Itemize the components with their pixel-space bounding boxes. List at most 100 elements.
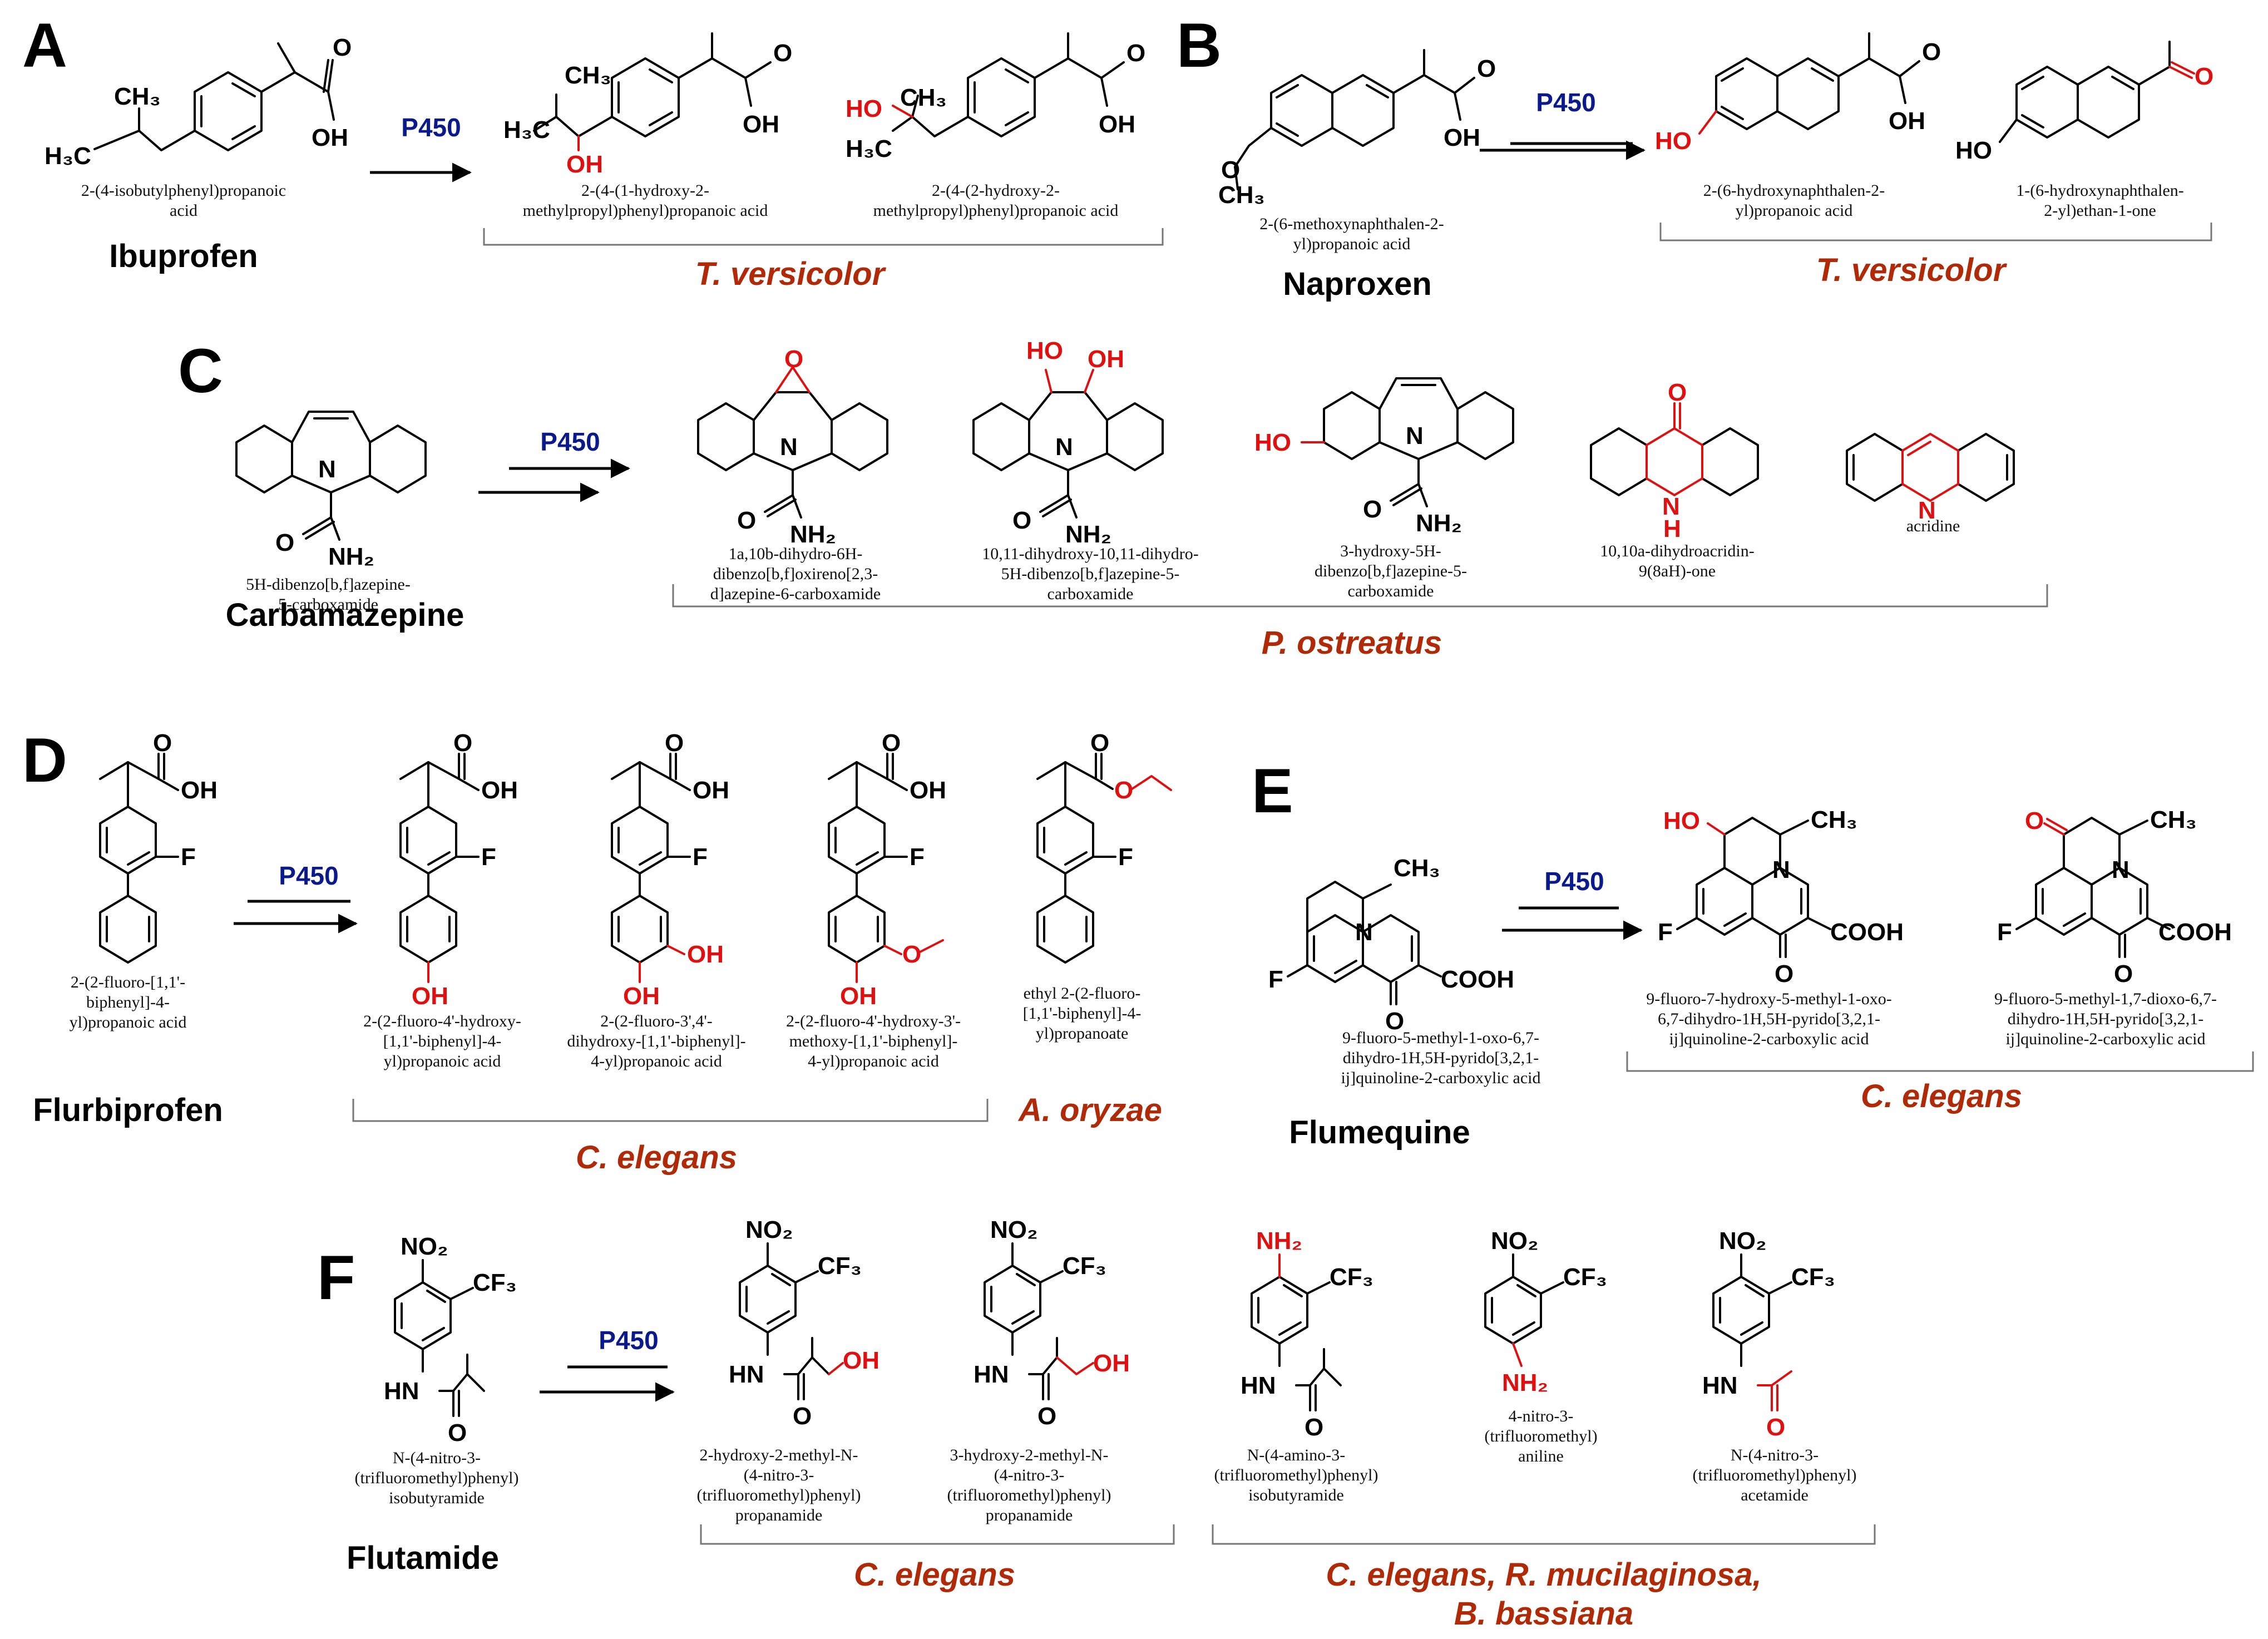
product-e1-structure: HO N CH₃ COOH O F xyxy=(1658,806,1904,988)
product-name-line: dibenzo[b,f]azepine-5- xyxy=(1315,562,1467,580)
product-b1-structure: O OH HO xyxy=(1655,32,1941,155)
atom-no2: NO₂ xyxy=(990,1216,1038,1243)
substrate-name-line: yl)propanoic acid xyxy=(1293,235,1411,253)
enzyme-label: P450 xyxy=(1544,867,1604,896)
atom-o: O xyxy=(448,1419,467,1447)
atom-o-added: O xyxy=(2195,63,2213,90)
substrate-name-line: 9-fluoro-5-methyl-1-oxo-6,7- xyxy=(1342,1029,1539,1047)
atom-nh2-added: NH₂ xyxy=(1256,1227,1302,1255)
product-a2-structure: O OH HO CH₃ H₃C xyxy=(846,32,1145,162)
product-name-line: (4-nitro-3- xyxy=(994,1466,1065,1484)
atom-cooh: COOH xyxy=(1441,966,1514,993)
atom-h3c: H₃C xyxy=(846,135,892,162)
atom-f: F xyxy=(1118,843,1133,871)
product-name-line: 2-(2-fluoro-4'-hydroxy-3'- xyxy=(786,1012,961,1030)
atom-ho: HO xyxy=(1955,137,1992,164)
atom-oh: OH xyxy=(1444,124,1480,151)
organism-label: C. elegans xyxy=(576,1139,737,1176)
panel-letter-e: E xyxy=(1252,756,1293,826)
naproxen-structure: O OH O CH₃ xyxy=(1218,49,1496,209)
organism-bracket xyxy=(352,1099,989,1122)
product-name-line: [1,1'-biphenyl]-4- xyxy=(1023,1004,1142,1023)
organism-label: C. elegans, R. mucilaginosa, xyxy=(1326,1557,1761,1593)
drug-name-naproxen: Naproxen xyxy=(1283,266,1432,302)
atom-f: F xyxy=(181,843,196,871)
drug-name-flumequine: Flumequine xyxy=(1289,1114,1470,1151)
product-name-line: (trifluoromethyl)phenyl) xyxy=(1693,1466,1857,1484)
atom-o: O xyxy=(737,507,756,534)
atom-o: O xyxy=(1090,729,1109,757)
atom-oh: OH xyxy=(743,111,779,138)
atom-o: O xyxy=(882,729,901,757)
atom-o: O xyxy=(1305,1414,1323,1441)
atom-o: O xyxy=(773,40,792,67)
atom-oh: OH xyxy=(693,777,729,804)
product-f1-structure: NO₂ CF₃ HN O OH xyxy=(729,1216,879,1430)
atom-oh-added: OH xyxy=(623,983,660,1010)
product-name-line: methoxy-[1,1'-biphenyl]- xyxy=(789,1032,958,1050)
product-name-line: 9-fluoro-7-hydroxy-5-methyl-1-oxo- xyxy=(1646,990,1892,1008)
atom-oh: OH xyxy=(312,124,348,151)
enzyme-label: P450 xyxy=(540,427,600,456)
enzyme-label: P450 xyxy=(1536,88,1595,117)
substrate-name-line: N-(4-nitro-3- xyxy=(393,1449,481,1467)
product-name-line: 2-(4-(1-hydroxy-2- xyxy=(581,181,709,200)
atom-cf3: CF₃ xyxy=(1063,1252,1106,1280)
substrate-name-line: 2-(2-fluoro-[1,1'- xyxy=(71,973,185,991)
atom-o: O xyxy=(153,729,172,757)
atom-o: O xyxy=(1126,40,1145,67)
product-name-line: 2-(4-(2-hydroxy-2- xyxy=(932,181,1060,200)
organism-label: P. ostreatus xyxy=(1262,625,1442,661)
atom-ho-added: HO xyxy=(846,95,882,122)
atom-o: O xyxy=(1221,156,1240,184)
substrate-name-line: dihydro-1H,5H-pyrido[3,2,1- xyxy=(1343,1049,1539,1067)
product-name-line: 3-hydroxy-5H- xyxy=(1340,542,1441,560)
atom-ho-added: HO xyxy=(1254,429,1291,456)
atom-o: O xyxy=(1477,55,1496,82)
atom-oh: OH xyxy=(910,777,946,804)
atom-oh-added: OH xyxy=(1093,1350,1130,1377)
product-name-line: (trifluoromethyl)phenyl) xyxy=(1214,1466,1378,1484)
product-name-line: isobutyramide xyxy=(1248,1486,1344,1504)
product-name-line: ij]quinoline-2-carboxylic acid xyxy=(2005,1030,2205,1048)
atom-o-methoxy: O xyxy=(902,941,921,968)
product-d1-structure: O OH F OH xyxy=(399,729,518,1010)
organism-label: C. elegans xyxy=(1861,1078,2022,1114)
atom-oh-added: OH xyxy=(687,941,724,968)
atom-ch3: CH₃ xyxy=(114,83,161,110)
product-c1-structure: O N O NH₂ xyxy=(697,345,888,548)
atom-o-added: O xyxy=(1668,379,1687,406)
drug-name-ibuprofen: Ibuprofen xyxy=(109,238,258,274)
atom-o: O xyxy=(1363,496,1382,523)
atom-oh-added: OH xyxy=(840,983,877,1010)
product-name-line: ij]quinoline-2-carboxylic acid xyxy=(1669,1030,1869,1048)
atom-ch3: CH₃ xyxy=(1394,855,1440,882)
product-name-line: 2-(2-fluoro-3',4'- xyxy=(600,1012,713,1030)
atom-h3c: H₃C xyxy=(45,142,91,170)
product-name-line: N-(4-nitro-3- xyxy=(1731,1446,1819,1464)
product-c5-structure: N xyxy=(1846,433,2015,524)
atom-o: O xyxy=(2114,960,2133,988)
atom-no2: NO₂ xyxy=(745,1216,793,1243)
atom-oh-added: OH xyxy=(412,983,448,1010)
atom-oh: OH xyxy=(181,777,218,804)
flumequine-structure: N CH₃ COOH O F xyxy=(1268,855,1514,1035)
organism-label: B. bassiana xyxy=(1454,1596,1633,1632)
product-name-line: 2-(6-hydroxynaphthalen-2- xyxy=(1703,181,1885,200)
product-d2-structure: O OH F OH OH xyxy=(611,729,729,1010)
product-name-line: aniline xyxy=(1518,1447,1564,1465)
atom-ho-added: HO xyxy=(1655,127,1692,155)
flurbiprofen-structure: O OH F xyxy=(99,729,218,964)
atom-o: O xyxy=(1012,507,1031,534)
product-f4-structure: NO₂ CF₃ NH₂ xyxy=(1484,1227,1607,1396)
substrate-name-line: 2-(6-methoxynaphthalen-2- xyxy=(1259,215,1444,233)
organism-label: T. versicolor xyxy=(695,256,887,292)
atom-o-epoxide: O xyxy=(784,345,803,373)
product-name-line: 5H-dibenzo[b,f]azepine-5- xyxy=(1001,565,1180,583)
atom-ho-added: HO xyxy=(1663,807,1700,835)
atom-f: F xyxy=(1997,919,2012,946)
atom-nh2: NH₂ xyxy=(790,521,836,548)
atom-no2: NO₂ xyxy=(1719,1227,1767,1255)
